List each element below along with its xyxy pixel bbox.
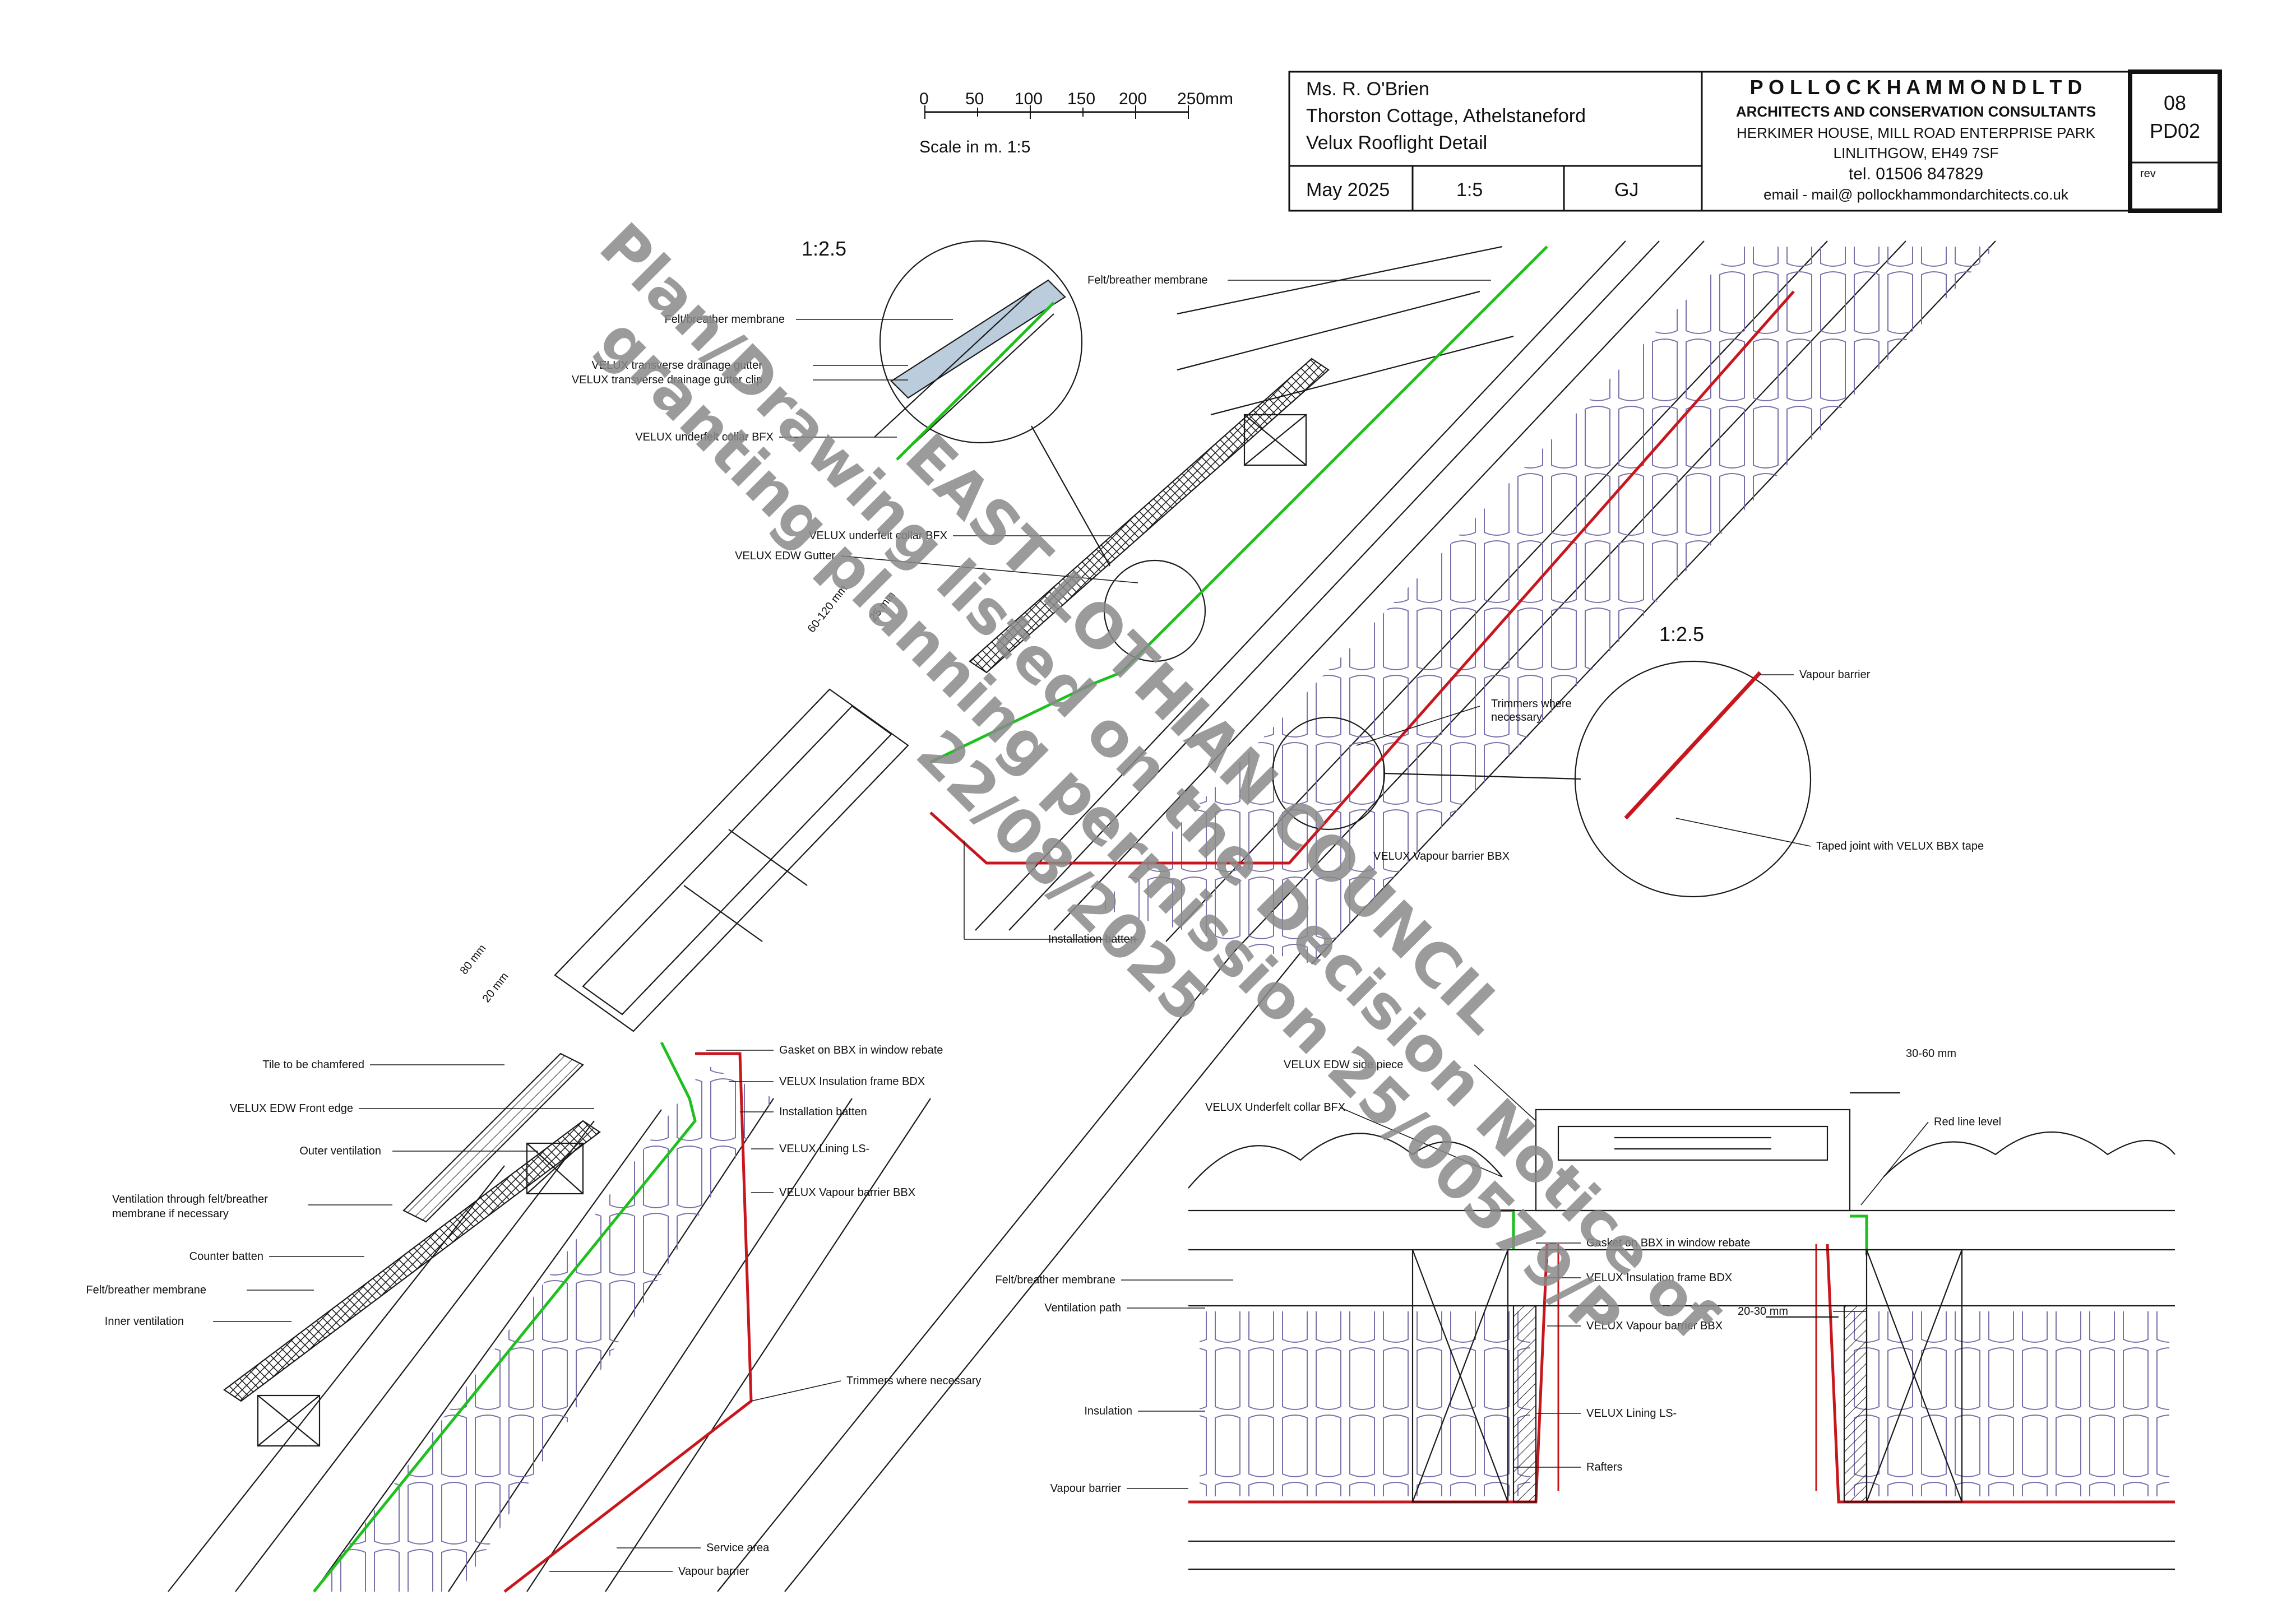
label-trimmers-upper-2: necessary [1491,711,1542,724]
plan-section [1188,1092,2175,1570]
right-detail-labels: Vapour barrier Taped joint with VELUX BB… [1799,669,1984,852]
label-vapour-barrier-bbx-lower: VELUX Vapour barrier BBX [779,1186,915,1199]
firm-address-1: HERKIMER HOUSE, MILL ROAD ENTERPRISE PAR… [1737,124,2096,141]
scale-tick-200: 200 [1119,90,1147,108]
drawing-code: PD02 [2150,119,2200,142]
label-tile-chamfered: Tile to be chamfered [262,1059,364,1071]
leader-lines [213,280,1929,1572]
label-gasket-plan: Gasket on BBX in window rebate [1586,1237,1750,1249]
label-trimmers-lower: Trimmers where necessary [846,1375,981,1387]
label-vapour-barrier-detail: Vapour barrier [1799,669,1871,681]
label-ventilation-path: Ventilation path [1044,1302,1121,1314]
label-edw-front-edge: VELUX EDW Front edge [230,1102,353,1115]
drawn-by: GJ [1614,179,1638,201]
label-trimmers-upper: Trimmers where [1491,698,1572,710]
label-edw-gutter: VELUX EDW Gutter [735,550,835,562]
scale-bar: 0 50 100 150 200 250mm Scale in m. 1:5 [919,90,1233,156]
label-service-area: Service area [706,1542,770,1554]
firm-tel: tel. 01506 847829 [1849,165,1983,183]
scale-tick-150: 150 [1067,90,1095,108]
label-felt-membrane-top-right: Felt/breather membrane [1087,274,1208,286]
label-felt-membrane-plan: Felt/breather membrane [995,1274,1115,1286]
scale-tick-250: 250mm [1177,90,1233,108]
label-insulation-plan: Insulation [1084,1405,1132,1417]
firm-name: P O L L O C K H A M M O N D L T D [1750,76,2082,99]
firm-address-2: LINLITHGOW, EH49 7SF [1834,145,1999,161]
label-vapour-barrier-bbx-plan: VELUX Vapour barrier BBX [1586,1320,1723,1332]
label-vapour-barrier-bbx-upper: VELUX Vapour barrier BBX [1373,850,1510,862]
main-roof-section [168,240,1996,1592]
label-lining-upper: VELUX Lining LS- [779,1143,869,1155]
dim-20-30: 20-30 mm [1738,1305,1788,1318]
label-insulation-frame-upper: VELUX Insulation frame BDX [779,1075,925,1088]
label-insulation-frame-plan: VELUX Insulation frame BDX [1586,1272,1732,1284]
firm-email: email - mail@ pollockhammondarchitects.c… [1763,186,2069,203]
label-counter-batten: Counter batten [189,1250,263,1263]
label-installation-batten-upper: Installation batten [1048,933,1136,945]
top-detail-labels: Felt/breather membrane VELUX transverse … [572,274,1208,443]
drawing-number: 08 [2164,91,2186,114]
label-drainage-gutter: VELUX transverse drainage gutter [591,359,762,372]
label-gasket-upper: Gasket on BBX in window rebate [779,1044,943,1056]
plan-section-labels: VELUX EDW side piece VELUX Underfelt col… [995,1047,2001,1495]
label-outer-ventilation: Outer ventilation [299,1145,381,1157]
label-vapour-barrier-plan: Vapour barrier [1050,1482,1122,1495]
label-ventilation-through: Ventilation through felt/breather [112,1193,268,1205]
label-taped-joint: Taped joint with VELUX BBX tape [1816,840,1984,852]
dim-80: 80 mm [458,942,489,977]
label-red-line-level: Red line level [1934,1116,2001,1128]
label-rafters: Rafters [1586,1461,1622,1473]
scale-tick-50: 50 [965,90,984,108]
label-installation-batten-lower: Installation batten [779,1106,867,1118]
dim-30-60: 30-60 mm [1906,1047,1956,1060]
scale-tick-0: 0 [919,90,929,108]
label-lining-plan: VELUX Lining LS- [1586,1407,1677,1420]
drawing-scale: 1:5 [1456,179,1483,201]
title-block: Ms. R. O'Brien Thorston Cottage, Athelst… [1288,69,2222,213]
firm-subtitle: ARCHITECTS AND CONSERVATION CONSULTANTS [1736,103,2096,120]
planning-watermark: EAST LOTHIAN COUNCIL Plan/Drawing listed… [585,210,1730,1354]
watermark-line-2: Plan/Drawing listed on the Decision Noti… [586,210,1730,1353]
label-ventilation-through-2: membrane if necessary [112,1208,229,1220]
dim-20: 20 mm [480,970,511,1005]
label-felt-membrane-top-left: Felt/breather membrane [664,313,785,326]
label-edw-side-piece: VELUX EDW side piece [1284,1059,1403,1071]
membrane-lines [313,245,1868,1593]
scale-tick-100: 100 [1015,90,1043,108]
label-felt-membrane-lower: Felt/breather membrane [86,1284,206,1296]
label-drainage-gutter-clip: VELUX transverse drainage gutter clip [572,374,762,386]
drawing-title: Velux Rooflight Detail [1306,132,1487,154]
detail-scale-top: 1:2.5 [802,237,846,260]
scale-caption: Scale in m. 1:5 [919,138,1030,156]
label-underfelt-collar-top: VELUX underfelt collar BFX [635,431,774,443]
label-underfelt-collar-plan: VELUX Underfelt collar BFX [1205,1101,1345,1114]
detail-scale-right: 1:2.5 [1659,623,1704,646]
drawing-date: May 2025 [1306,179,1390,201]
label-inner-ventilation: Inner ventilation [105,1315,184,1328]
label-underfelt-collar: VELUX underfelt collar BFX [809,530,947,542]
watermark-line-3: granting planning permission 25/00579/P [585,305,1635,1354]
label-vapour-barrier-lower: Vapour barrier [678,1565,749,1578]
project-name: Thorston Cottage, Athelstaneford [1306,105,1586,127]
client-name: Ms. R. O'Brien [1306,78,1429,100]
rev-label: rev [2140,168,2156,180]
